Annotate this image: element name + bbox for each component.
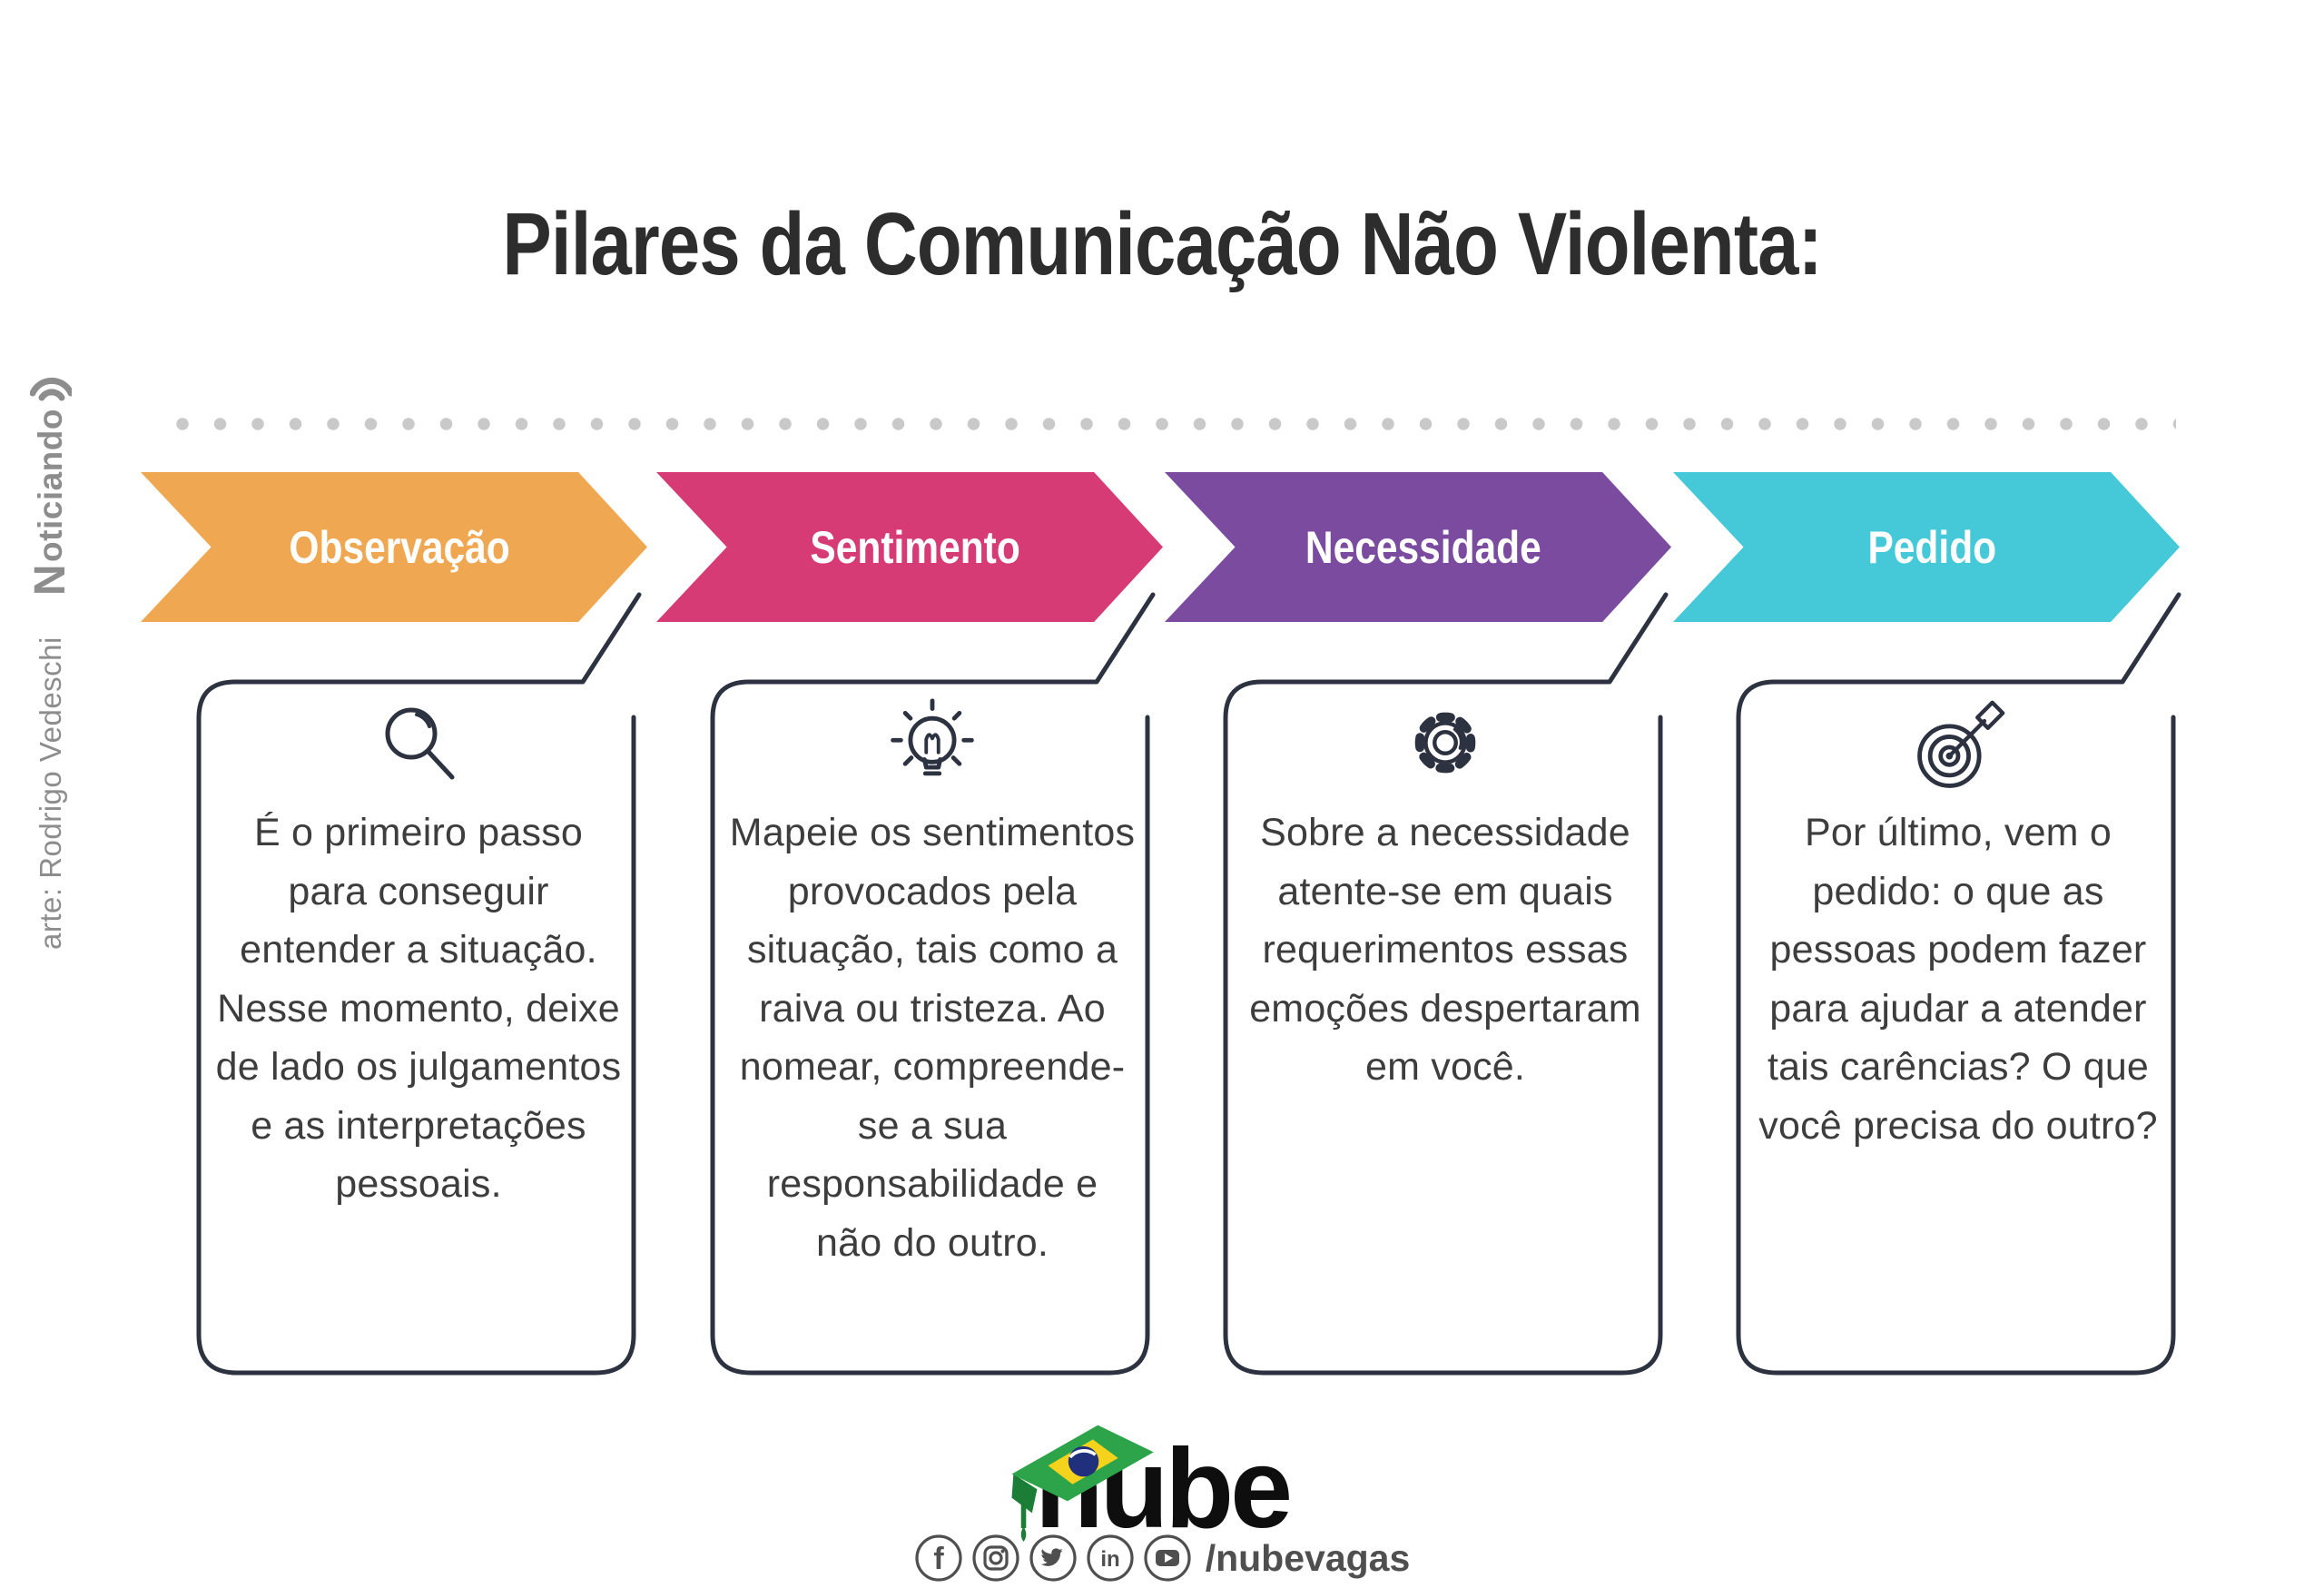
lightbulb-icon <box>891 698 974 776</box>
card-text: Sobre a necessidade atente-se em quais r… <box>1249 811 1641 1089</box>
arrow-label: Sentimento <box>810 521 1020 573</box>
card-text: É o primeiro passo para conseguir entend… <box>215 811 622 1206</box>
gear-icon <box>1414 712 1476 774</box>
brand-rest: oticiando <box>32 409 69 562</box>
twitter-icon[interactable] <box>1029 1534 1078 1583</box>
brazil-flag-icon <box>1011 1425 1154 1542</box>
brand-initial: N <box>26 563 74 597</box>
page-title: Pilares da Comunicação Não Violenta: <box>502 193 1822 293</box>
card-observacao: É o primeiro passo para conseguir entend… <box>192 586 645 1385</box>
card-sentimento: Mapeie os sentimentos provocados pela si… <box>705 586 1159 1385</box>
card-border <box>710 592 1156 1376</box>
svg-text:in: in <box>1100 1547 1119 1572</box>
linkedin-icon[interactable]: in <box>1086 1534 1135 1583</box>
social-handle[interactable]: /nubevagas <box>1205 1536 1411 1579</box>
dotted-separator <box>175 417 2176 431</box>
card-necessidade: Sobre a necessidade atente-se em quais r… <box>1218 586 1672 1385</box>
instagram-icon[interactable] <box>971 1534 1020 1583</box>
youtube-icon[interactable] <box>1143 1534 1192 1583</box>
card-border <box>1223 592 1669 1376</box>
arrow-label: Pedido <box>1867 521 1996 573</box>
social-row: f in /nubevagas <box>0 1534 2324 1583</box>
artist-credit: arte: Rodrigo Vedeschi <box>34 636 67 950</box>
arrow-necessidade: Necessidade <box>1165 472 1671 622</box>
arrow-pedido: Pedido <box>1673 472 2180 622</box>
arrow-observacao: Observação <box>141 472 647 622</box>
arrow-sentimento: Sentimento <box>656 472 1163 622</box>
card-border <box>196 592 642 1376</box>
card-text: Mapeie os sentimentos provocados pela si… <box>729 811 1136 1265</box>
card-border <box>1736 592 2181 1376</box>
target-dart-icon <box>1917 700 2005 788</box>
magnifier-icon <box>385 707 455 780</box>
card-text: Por último, vem o pedido: o que as pesso… <box>1758 811 2158 1148</box>
svg-text:f: f <box>933 1542 944 1576</box>
facebook-icon[interactable]: f <box>914 1534 963 1583</box>
nube-logo: nube <box>1011 1425 1293 1545</box>
card-pedido: Por último, vem o pedido: o que as pesso… <box>1731 586 2185 1385</box>
arrow-label: Observação <box>289 521 510 573</box>
signal-waves-icon <box>30 377 72 401</box>
arrow-label: Necessidade <box>1305 521 1541 573</box>
